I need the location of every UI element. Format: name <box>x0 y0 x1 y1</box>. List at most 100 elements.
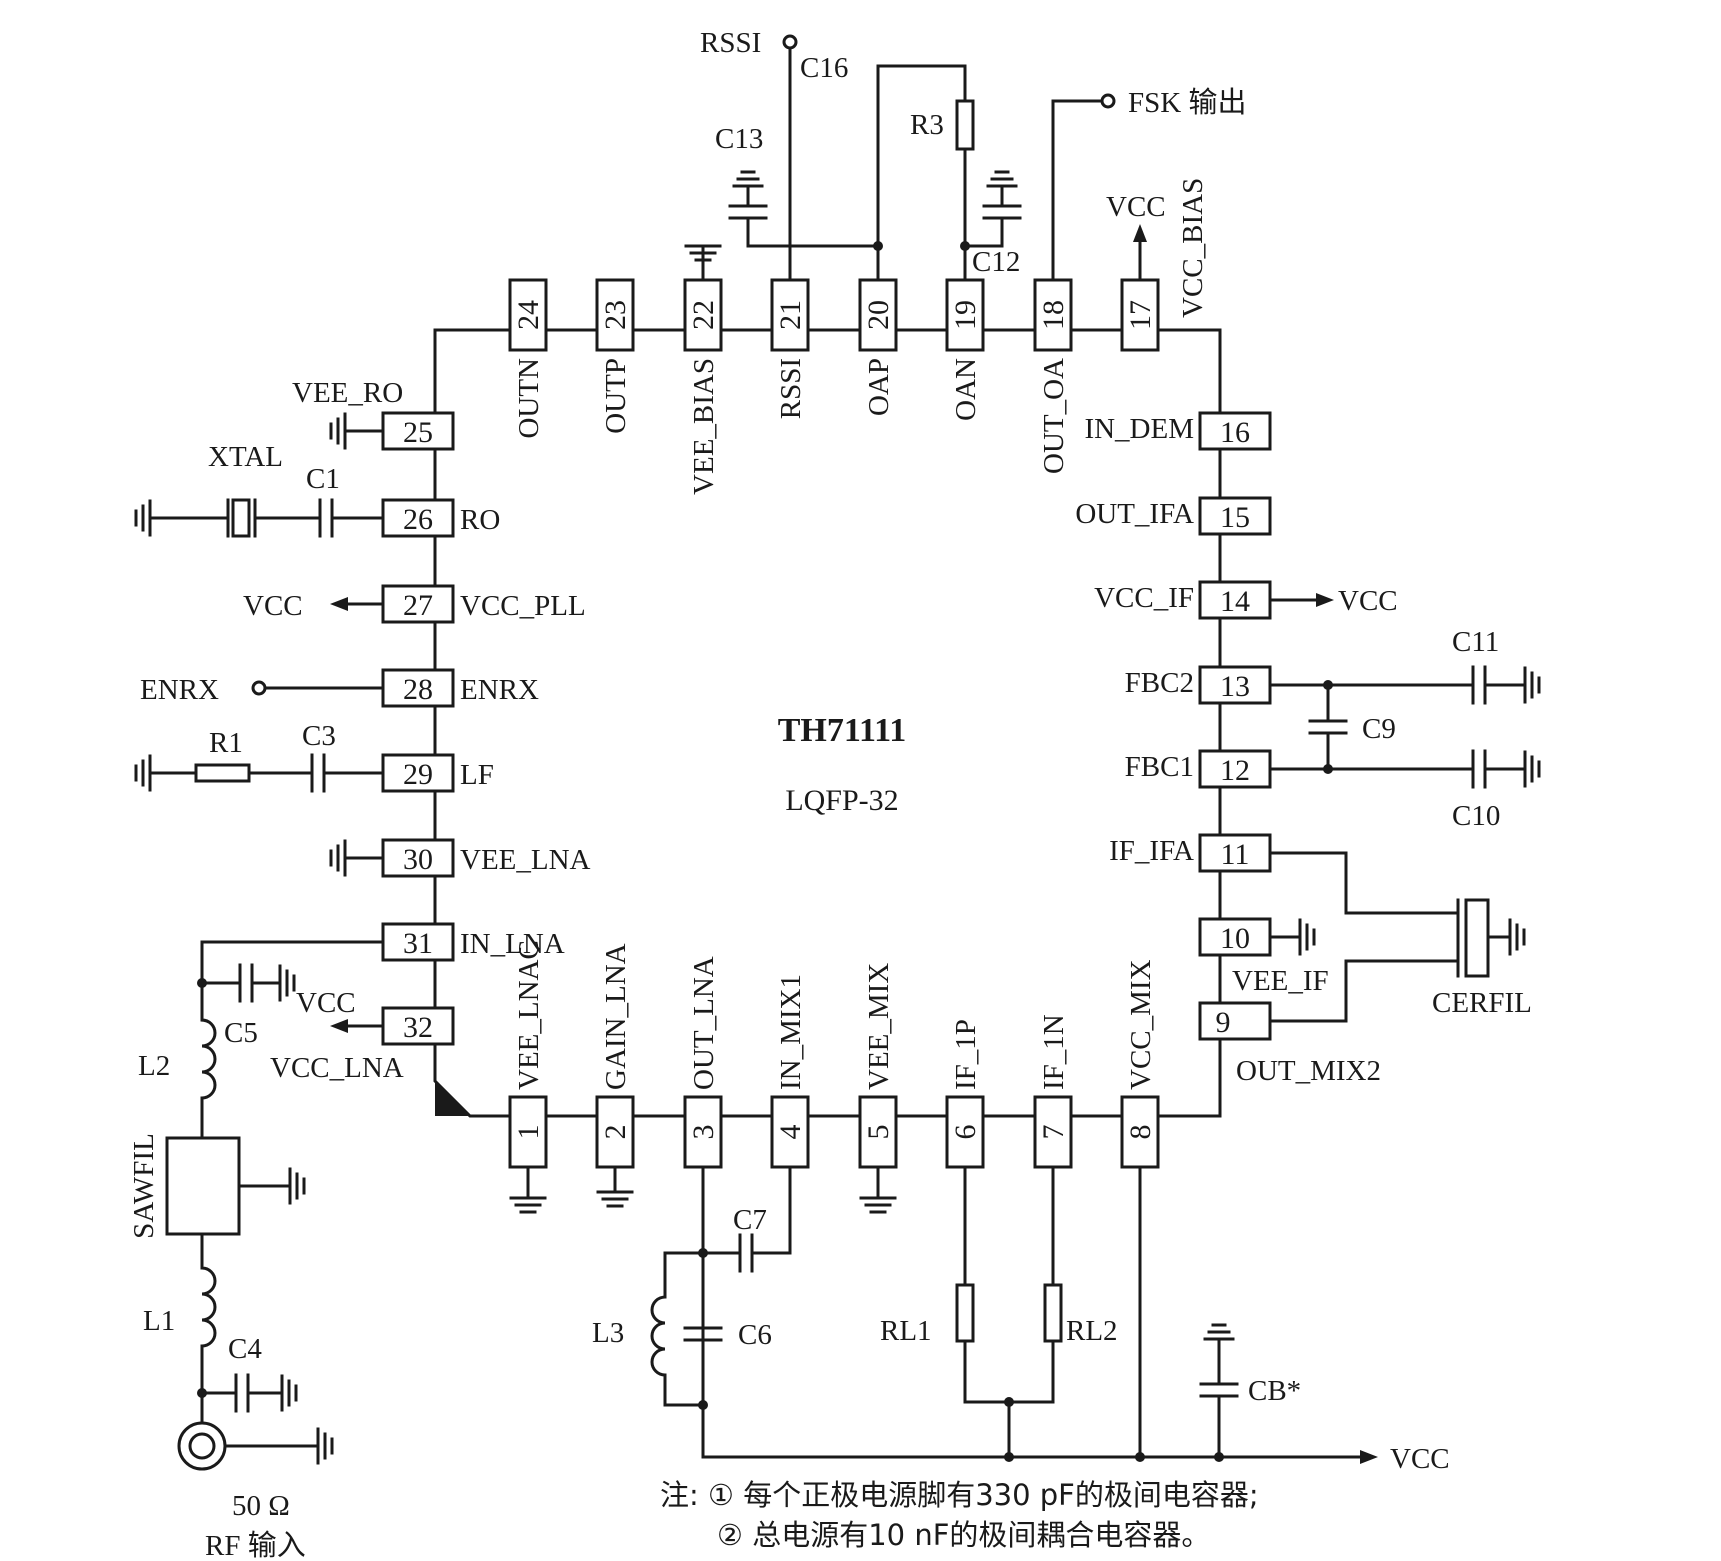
pin-number-29: 29 <box>403 758 433 791</box>
pin25-ground <box>329 412 385 450</box>
pin-name-28: ENRX <box>460 674 539 706</box>
pin-name-17: VCC_BIAS <box>1177 178 1209 318</box>
pin-name-31: IN_LNA <box>460 928 565 960</box>
pin-name-9: OUT_MIX2 <box>1236 1055 1381 1087</box>
opamp-feedback: R3 C12 <box>876 64 1022 282</box>
pin-name-16: IN_DEM <box>1084 413 1194 445</box>
pin-number-6: 6 <box>949 1125 982 1140</box>
c7-label: C7 <box>733 1204 767 1236</box>
c13-capacitor <box>728 204 768 220</box>
pin-name-15: OUT_IFA <box>1075 498 1194 530</box>
pin-box-15 <box>1198 496 1272 536</box>
c6-label: C6 <box>738 1319 772 1351</box>
l3-inductor <box>650 1295 705 1407</box>
pin-name-13: FBC2 <box>1125 667 1194 699</box>
rssi-circuit: RSSI C16 C13 <box>700 27 883 282</box>
arrow-icon <box>1133 224 1147 242</box>
pin-box-17 <box>1120 278 1160 352</box>
c4-capacitor <box>234 1373 250 1413</box>
pin-name-7: IF_1N <box>1038 1014 1070 1090</box>
pin-name-20: OAP <box>863 358 895 416</box>
terminal-icon <box>251 680 267 696</box>
pin-name-18: OUT_OA <box>1038 358 1070 474</box>
pin-number-32: 32 <box>403 1011 433 1044</box>
pin-box-19 <box>945 278 985 352</box>
note-line-1: 注: ① 每个正极电源脚有330 pF的极间电容器; <box>660 1478 1259 1512</box>
xtal-circuit: XTAL C1 <box>134 441 385 538</box>
c5-label: C5 <box>224 1017 258 1049</box>
right-pins: 16 15 14 13 12 11 10 9 IN_DEM OUT_IFA VC… <box>1075 411 1381 1087</box>
pin-box-21 <box>770 278 810 352</box>
arrow-icon <box>330 597 348 611</box>
pin-number-26: 26 <box>403 503 433 536</box>
pin-box-18 <box>1033 278 1073 352</box>
c5-capacitor <box>238 963 254 1003</box>
l3-label: L3 <box>592 1317 624 1349</box>
xtal-label: XTAL <box>208 441 283 473</box>
pin-name-29: LF <box>460 759 494 791</box>
rf-ohm-label: 50 Ω <box>232 1490 290 1522</box>
vcc-bus-label: VCC <box>1390 1443 1450 1475</box>
c3-capacitor <box>310 753 326 793</box>
pin-name-11: IF_IFA <box>1109 835 1194 867</box>
pin17-vcc: VCC <box>1106 191 1166 282</box>
pin-name-1: VEE_LNAC <box>513 940 545 1090</box>
fbc-caps: C11 C9 C10 <box>1268 626 1541 832</box>
pin-box-23 <box>595 278 635 352</box>
pin-number-10: 10 <box>1220 922 1250 955</box>
arrow-icon <box>1360 1450 1378 1464</box>
sawfil-filter <box>165 1136 241 1236</box>
chip-name: TH71111 <box>778 712 907 749</box>
mixer-loads: RL1 RL2 <box>880 1165 1118 1459</box>
vcc-bus: CB* VCC <box>701 1165 1450 1475</box>
pin-number-24: 24 <box>512 300 545 330</box>
cerfil-label: CERFIL <box>1432 987 1532 1019</box>
c11-label: C11 <box>1452 626 1499 658</box>
pin-number-1: 1 <box>512 1125 545 1140</box>
pin-box-10 <box>1198 917 1272 957</box>
pin-number-5: 5 <box>862 1125 895 1140</box>
pin-number-14: 14 <box>1220 585 1250 618</box>
pin-number-8: 8 <box>1124 1125 1157 1140</box>
bottom-grounds <box>509 1165 897 1214</box>
note-line-2: ② 总电源有10 nF的极间耦合电容器。 <box>717 1518 1210 1552</box>
bottom-pins: 1 2 3 4 5 6 7 8 VEE_LNAC GAIN_LNA OUT_LN… <box>508 940 1160 1169</box>
c4-label: C4 <box>228 1333 262 1365</box>
pin22-ground <box>684 244 722 282</box>
cerfil-filter <box>1464 898 1490 978</box>
pin28-enrx: ENRX <box>140 674 385 706</box>
lna-tank: C7 C6 L3 <box>592 1165 792 1459</box>
cerfil-circuit: CERFIL <box>1268 851 1532 1023</box>
pin-name-5: VEE_MIX <box>863 963 895 1090</box>
pin-name-12: FBC1 <box>1125 751 1194 783</box>
pin-name-26: RO <box>460 504 500 536</box>
rssi-terminal-label: RSSI <box>700 27 761 59</box>
pin-name-8: VCC_MIX <box>1125 959 1157 1090</box>
pin30-ground <box>329 839 385 877</box>
pin-name-32: VCC_LNA <box>270 1052 404 1084</box>
r1-resistor <box>194 763 251 783</box>
rf-input-chain: C5 L2 SAWFIL L1 C4 50 Ω RF 输入 <box>128 940 385 1561</box>
pin-box-5 <box>858 1095 898 1169</box>
pin17-vcc-label: VCC <box>1106 191 1166 223</box>
r1-label: R1 <box>209 727 243 759</box>
l1-inductor <box>200 1232 217 1425</box>
pin-number-16: 16 <box>1220 416 1250 449</box>
rl2-label: RL2 <box>1066 1315 1118 1347</box>
pin-number-11: 11 <box>1221 838 1250 871</box>
c11-capacitor <box>1471 665 1487 705</box>
rl1-resistor <box>955 1283 975 1343</box>
pin-number-21: 21 <box>774 300 807 330</box>
pin-name-19: OAN <box>950 358 982 421</box>
loop-filter: R1 C3 <box>134 720 385 793</box>
pin-number-31: 31 <box>403 927 433 960</box>
pin-number-19: 19 <box>949 300 982 330</box>
pin-number-30: 30 <box>403 843 433 876</box>
pin-name-4: IN_MIX1 <box>775 974 807 1090</box>
pin-box-20 <box>858 278 898 352</box>
footnote: 注: ① 每个正极电源脚有330 pF的极间电容器; ② 总电源有10 nF的极… <box>660 1478 1259 1552</box>
pin-number-22: 22 <box>687 300 720 330</box>
arrow-icon <box>1316 593 1334 607</box>
enrx-terminal-label: ENRX <box>140 674 219 706</box>
